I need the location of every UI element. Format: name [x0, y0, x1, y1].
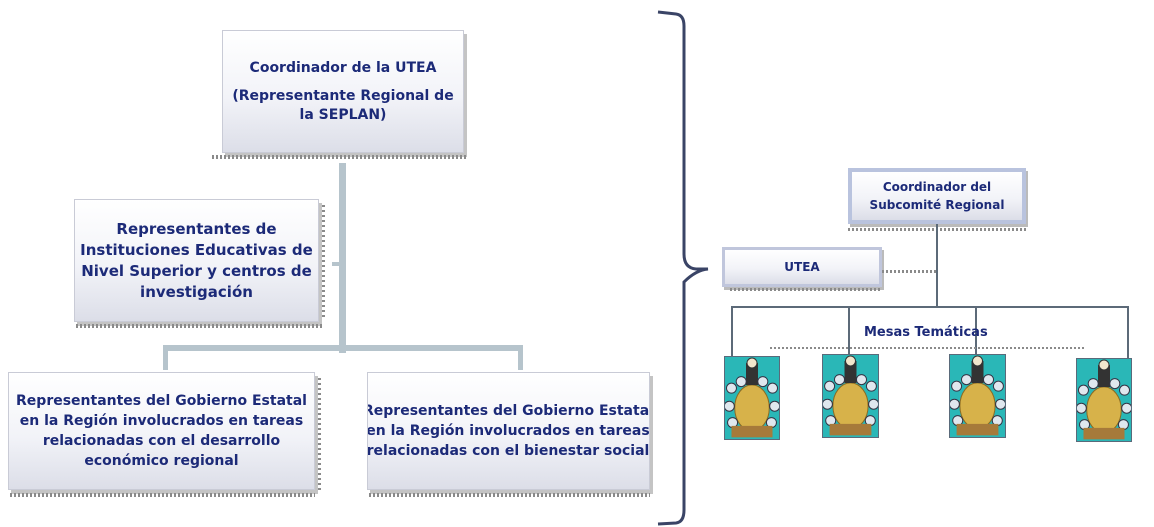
connector-horizontal [163, 345, 523, 351]
meeting-table-icon [724, 356, 780, 440]
curly-bracket [657, 10, 709, 526]
gov-economic-line4: económico regional [84, 453, 239, 469]
institutions-line2: Instituciones Educativas de [80, 240, 313, 259]
gov-welfare-line1: Representantes del Gobierno Estatal [367, 403, 650, 419]
utea-dots-bottom [730, 288, 882, 291]
institutions-line4: investigación [140, 282, 253, 301]
gov-economic-line3: relacionadas con el desarrollo [42, 433, 281, 449]
coordinator-utea-title: Coordinador de la UTEA [249, 59, 437, 76]
right-horizontal-line [731, 306, 1129, 308]
gov-welfare-line2: en la Región involucrados en tareas [367, 423, 650, 439]
subcommittee-line1: Coordinador del [882, 180, 992, 194]
meeting-table-icon [949, 354, 1006, 438]
right-drop-1 [731, 306, 733, 358]
coordinator-utea-dots [212, 155, 466, 159]
coordinator-utea-line3: la SEPLAN) [299, 106, 387, 123]
connector-right-drop [518, 345, 523, 370]
gov-welfare-box: Representantes del Gobierno Estatal en l… [367, 372, 650, 490]
right-vertical-line [936, 224, 938, 308]
institutions-line1: Representantes de [116, 219, 277, 238]
gov-economic-vdots [318, 378, 321, 490]
connector-left-drop [163, 345, 168, 370]
gov-economic-box: Representantes del Gobierno Estatal en l… [8, 372, 315, 490]
right-drop-3 [975, 306, 977, 358]
institutions-box: Representantes de Instituciones Educativ… [74, 199, 319, 322]
institutions-line3: Nivel Superior y centros de [81, 261, 312, 280]
gov-economic-line1: Representantes del Gobierno Estatal [16, 393, 307, 409]
subcommittee-coordinator-box: Coordinador del Subcomité Regional [848, 168, 1026, 224]
right-drop-2 [848, 306, 850, 358]
institutions-vdots [322, 205, 325, 320]
utea-dots [882, 270, 938, 273]
mesas-dots [770, 347, 1086, 349]
gov-economic-line2: en la Región involucrados en tareas [19, 413, 304, 429]
connector-coordinator-down [339, 163, 346, 353]
gov-welfare-dots [369, 493, 650, 497]
coordinator-utea-line2: (Representante Regional de [232, 87, 454, 104]
gov-economic-dots [10, 493, 315, 497]
right-drop-4 [1127, 306, 1129, 358]
utea-box: UTEA [722, 247, 882, 287]
subcommittee-line2: Subcomité Regional [869, 198, 1005, 212]
utea-label: UTEA [784, 260, 820, 274]
meeting-table-icon [1076, 358, 1132, 442]
meeting-table-icon [822, 354, 879, 438]
subcommittee-dots [848, 228, 1028, 231]
connector-stub [332, 262, 346, 266]
coordinator-utea-box: Coordinador de la UTEA (Representante Re… [222, 30, 464, 153]
mesas-tematicas-label: Mesas Temáticas [864, 325, 988, 340]
gov-welfare-line3: relacionadas con el bienestar social [367, 443, 650, 459]
institutions-dots [76, 324, 324, 328]
